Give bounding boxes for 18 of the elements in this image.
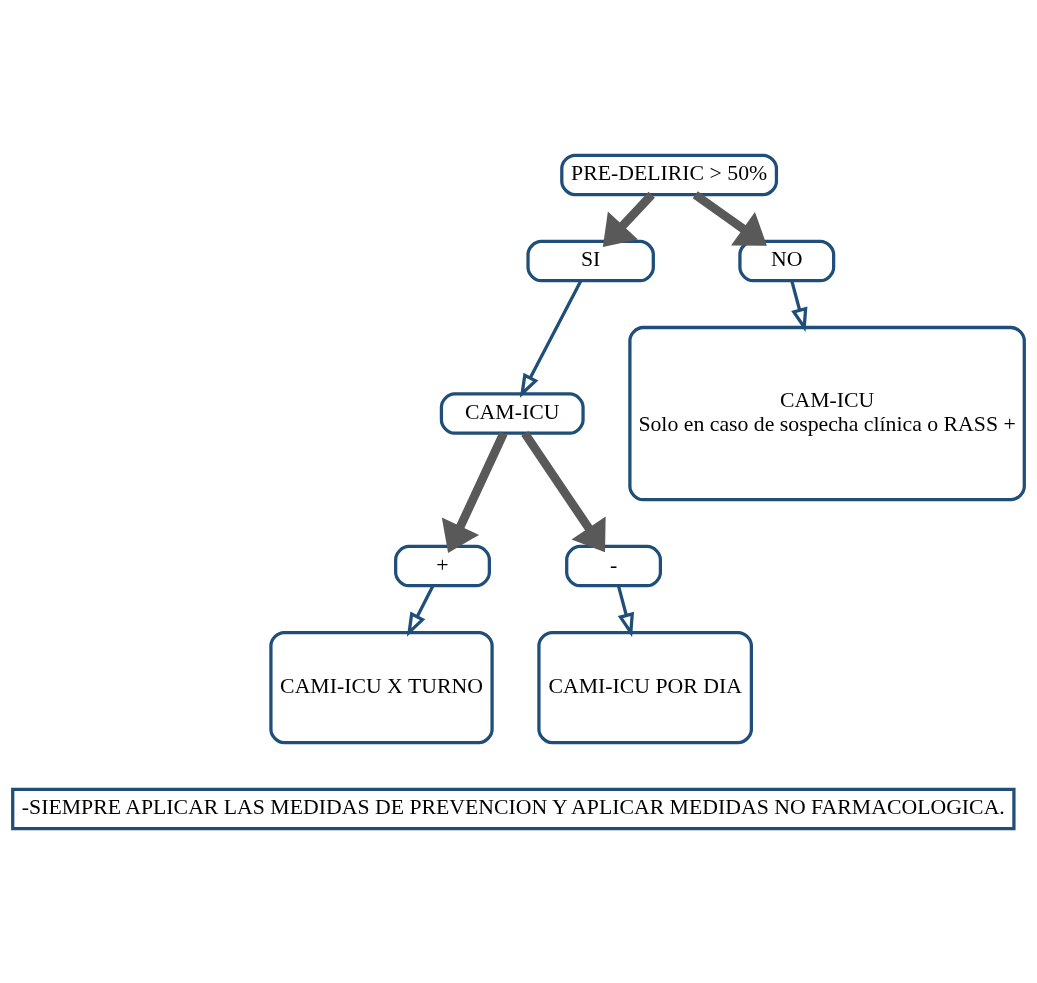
arrow bbox=[441, 431, 508, 553]
node-box: CAMI-ICU POR DIA bbox=[537, 630, 753, 744]
node-box: CAM-ICU Solo en caso de sospecha clínica o RASS + bbox=[628, 325, 1026, 501]
node-box: + bbox=[394, 544, 491, 587]
arrow bbox=[519, 279, 583, 398]
node-box: CAM-ICU bbox=[439, 391, 585, 435]
node-box: SI bbox=[526, 239, 655, 282]
arrow bbox=[616, 584, 635, 637]
node-box: CAMI-ICU X TURNO bbox=[269, 630, 494, 744]
arrow bbox=[521, 430, 606, 552]
node-box: - bbox=[565, 544, 663, 587]
arrow bbox=[602, 191, 655, 247]
arrow bbox=[692, 190, 767, 246]
node-box: PRE-DELIRIC > 50% bbox=[560, 153, 779, 196]
arrow bbox=[790, 279, 808, 332]
arrow bbox=[406, 584, 435, 637]
node-box: -SIEMPRE APLICAR LAS MEDIDAS DE PREVENCION Y APLICAR MEDIDAS NO FARMACOLOGICA. bbox=[11, 787, 1016, 830]
node-box: NO bbox=[738, 239, 836, 282]
